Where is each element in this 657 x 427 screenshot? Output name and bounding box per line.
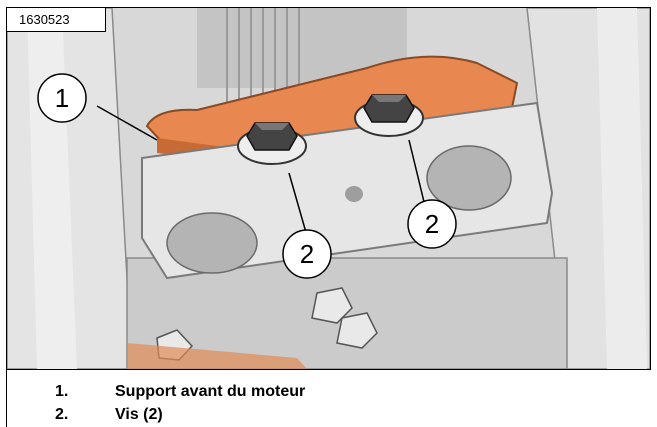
legend-number: 2.	[55, 406, 69, 423]
legend-item-1: 1. Support avant du moteur	[55, 383, 305, 401]
callout-2-right: 2	[407, 199, 457, 249]
legend-number: 1.	[55, 383, 69, 400]
svg-text:2: 2	[300, 239, 314, 269]
callout-2-left: 2	[282, 229, 332, 279]
svg-text:2: 2	[425, 209, 439, 239]
bolt-right	[354, 94, 424, 137]
front-engine-mount-bracket	[145, 55, 519, 159]
figure-id-label: 1630523	[7, 8, 106, 32]
callout-1: 1	[37, 73, 87, 123]
legend-text: Vis (2)	[115, 406, 163, 423]
svg-text:1: 1	[55, 83, 69, 113]
legend: 1. Support avant du moteur 2. Vis (2)	[6, 370, 651, 427]
legend-text: Support avant du moteur	[115, 383, 306, 400]
engine-mount-drawing: 1 2 2	[7, 8, 650, 369]
bolt-left	[237, 122, 307, 165]
illustration: 1 2 2 1630523	[6, 7, 651, 370]
legend-item-2: 2. Vis (2)	[55, 406, 163, 424]
